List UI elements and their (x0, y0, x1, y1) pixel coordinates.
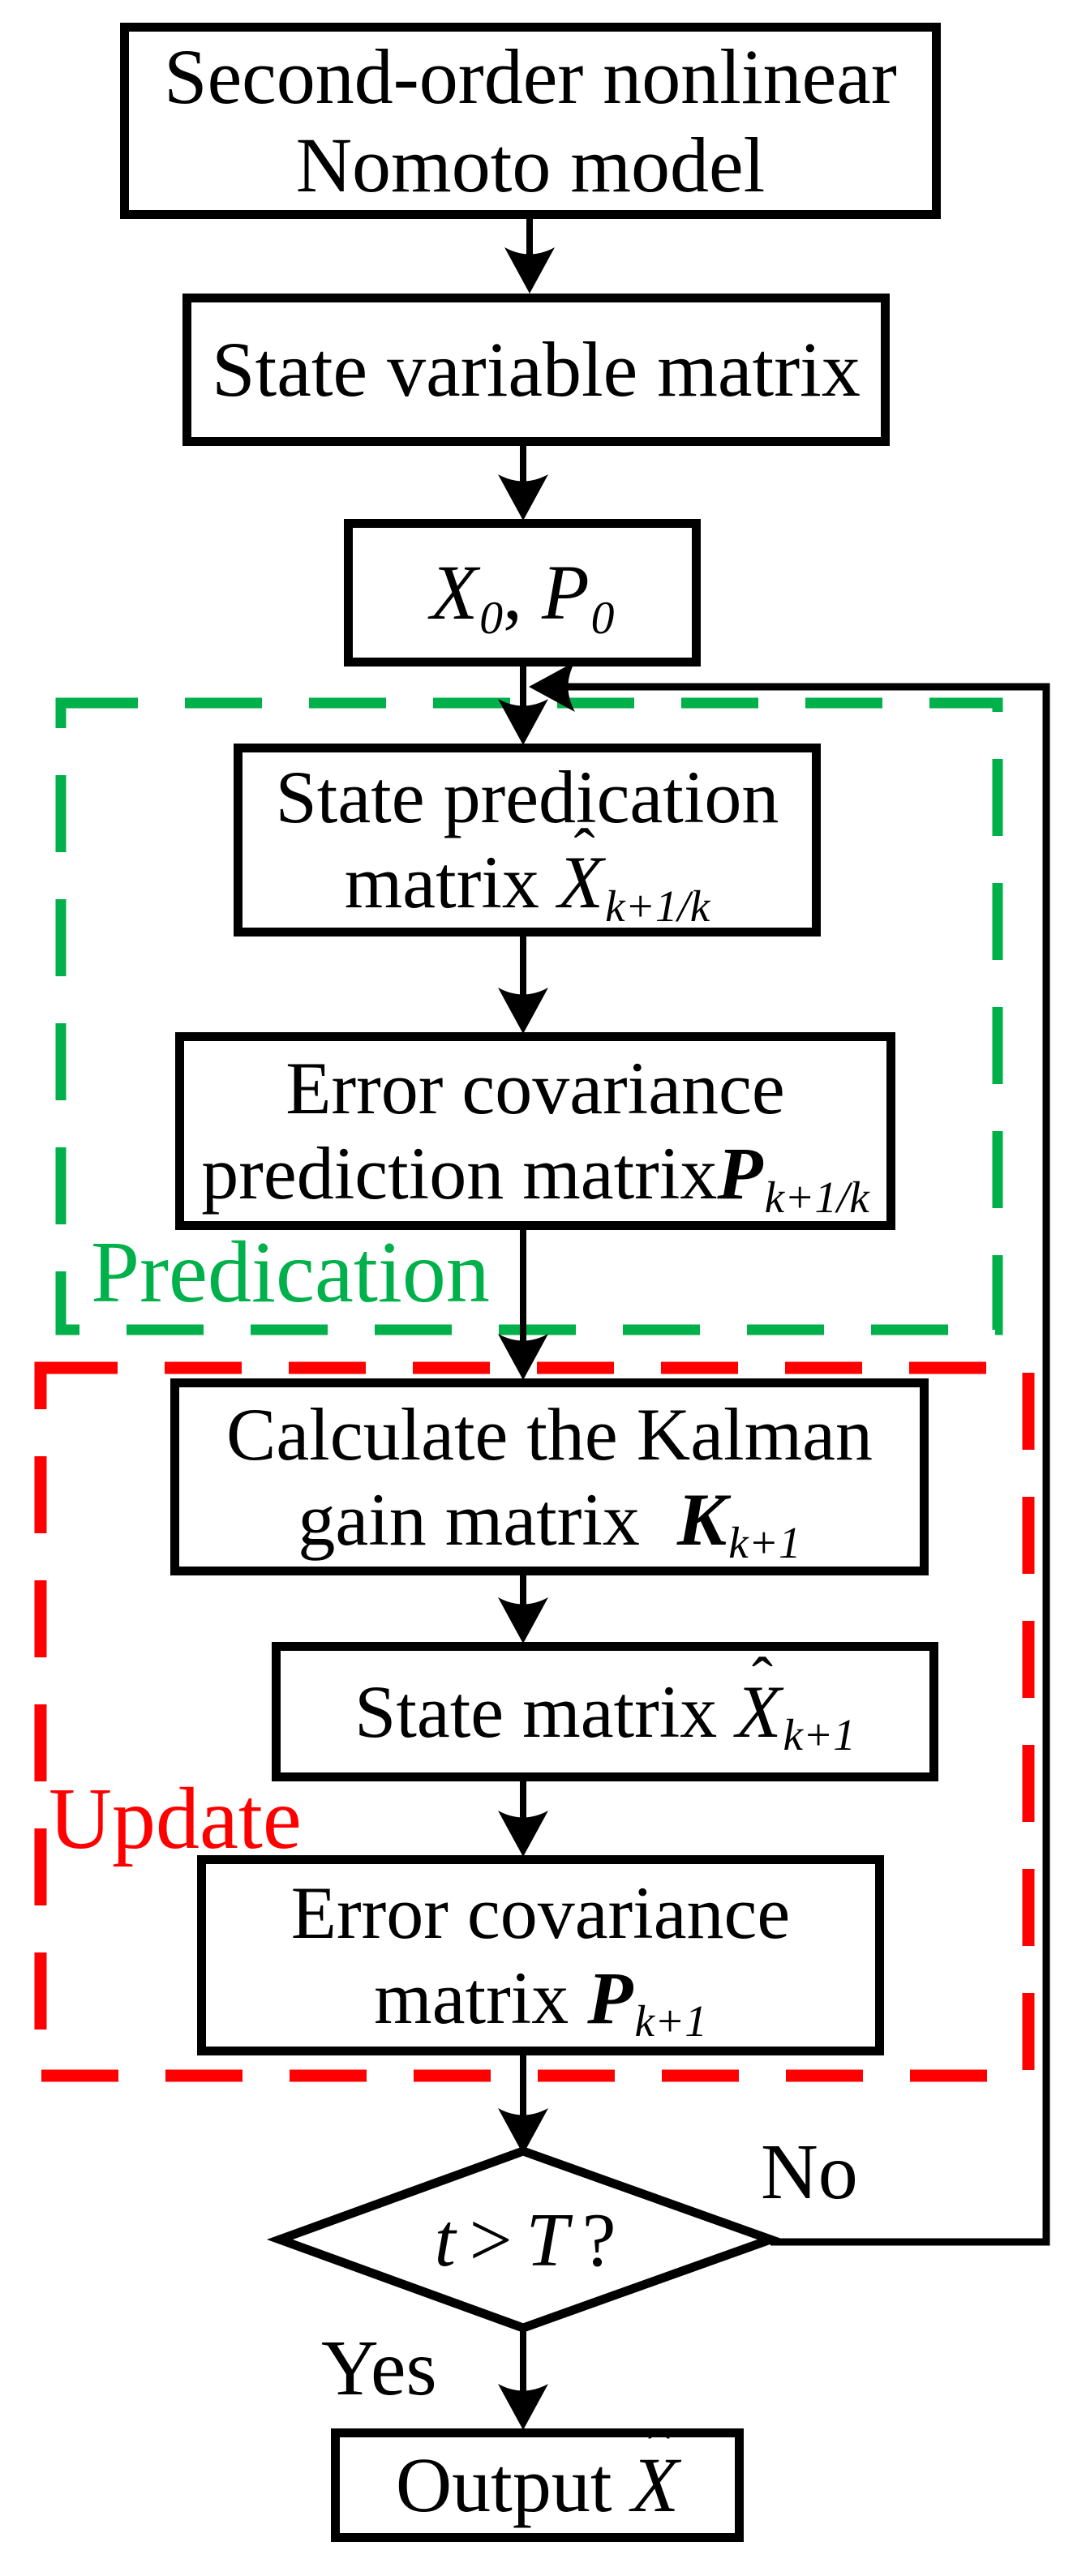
hat-accent: ˆ (751, 1644, 773, 1716)
arrowhead (498, 988, 548, 1034)
hat-accent: ˆ (647, 2415, 671, 2489)
arrowhead (498, 474, 548, 521)
node-text: Error covariance (290, 1871, 791, 1954)
node-text: Calculate the Kalman (225, 1392, 873, 1476)
arrowhead (498, 1811, 548, 1857)
node-text: Second-order nonlinear (164, 32, 897, 120)
arrowhead (498, 1334, 548, 1380)
prediction-group-box (55, 697, 1003, 1335)
loop-back-arrowhead (529, 662, 575, 712)
loop-back-line (537, 683, 1050, 2246)
node-text: gain matrix Kk+1 (298, 1477, 801, 1568)
arrowhead (498, 2384, 548, 2430)
node-nomoto-model: Second-order nonlinear Nomoto model (120, 23, 941, 219)
decision-diamond (266, 2146, 784, 2333)
no-branch-label: No (761, 2128, 858, 2216)
node-text: Nomoto model (295, 122, 766, 208)
yes-branch-label: Yes (321, 2325, 437, 2412)
node-text: State predication (275, 756, 779, 839)
arrowhead (498, 699, 548, 745)
hat-accent: ˆ (573, 815, 595, 886)
arrowhead (498, 2108, 548, 2154)
decision-condition: t > T ? (434, 2197, 616, 2282)
arrowhead (498, 1597, 548, 1644)
node-text: prediction matrixPk+1/k (201, 1132, 869, 1222)
node-kalman-gain: Calculate the Kalman gain matrix Kk+1 (170, 1378, 929, 1575)
prediction-group-label: Predication (91, 1224, 490, 1321)
node-initial-conditions: X0, P0 (344, 519, 701, 667)
update-group-box (34, 1361, 1035, 2082)
node-text: X0, P0 (430, 549, 615, 644)
node-text: matrix Pk+1 (374, 1956, 707, 2047)
node-text: Error covariance (285, 1047, 785, 1130)
node-text: State variable matrix (212, 326, 861, 414)
update-group-label: Update (49, 1771, 302, 1867)
node-error-covariance-prediction: Error covariance prediction matrixPk+1/k (175, 1032, 895, 1230)
node-error-covariance: Error covariance matrix Pk+1 (197, 1855, 884, 2055)
node-state-variable-matrix: State variable matrix (182, 294, 890, 446)
arrowhead (504, 247, 555, 294)
